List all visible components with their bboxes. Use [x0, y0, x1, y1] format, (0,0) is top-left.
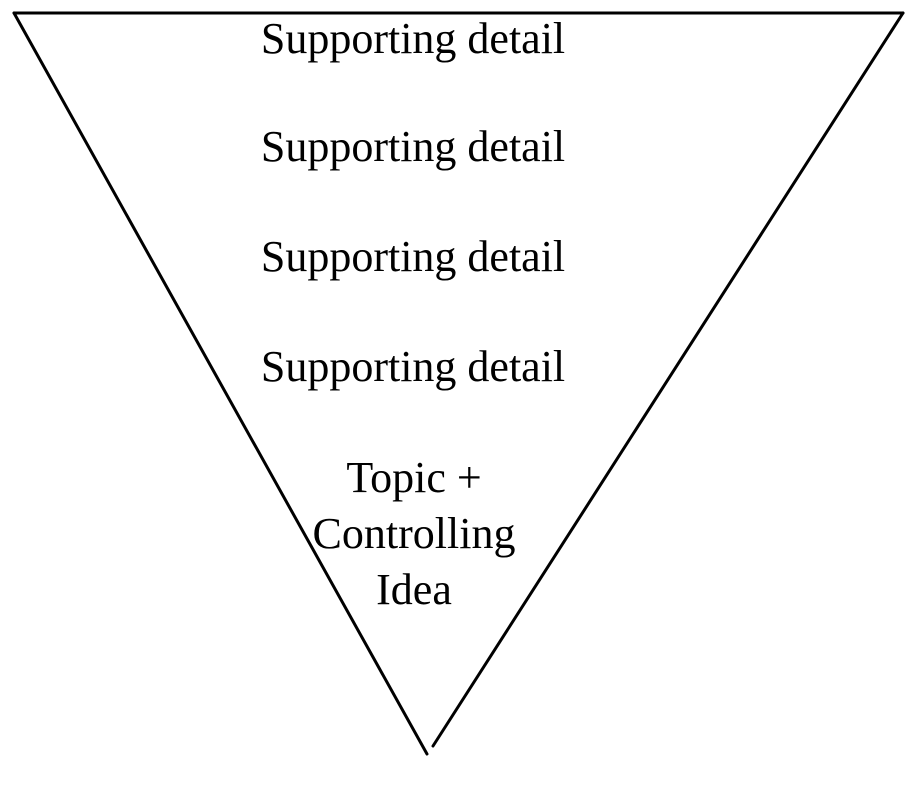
triangle-right-edge: [431, 11, 905, 748]
topic-line-2: Controlling: [312, 509, 516, 558]
topic-line-3: Idea: [376, 565, 452, 614]
triangle-left-edge: [12, 11, 429, 756]
supporting-detail-2: Supporting detail: [260, 122, 566, 171]
supporting-detail-4: Supporting detail: [260, 342, 566, 391]
topic-controlling-idea: Topic + Controlling Idea: [264, 450, 564, 618]
supporting-detail-3: Supporting detail: [260, 232, 566, 281]
topic-line-1: Topic +: [346, 453, 482, 502]
supporting-detail-1: Supporting detail: [260, 14, 566, 63]
